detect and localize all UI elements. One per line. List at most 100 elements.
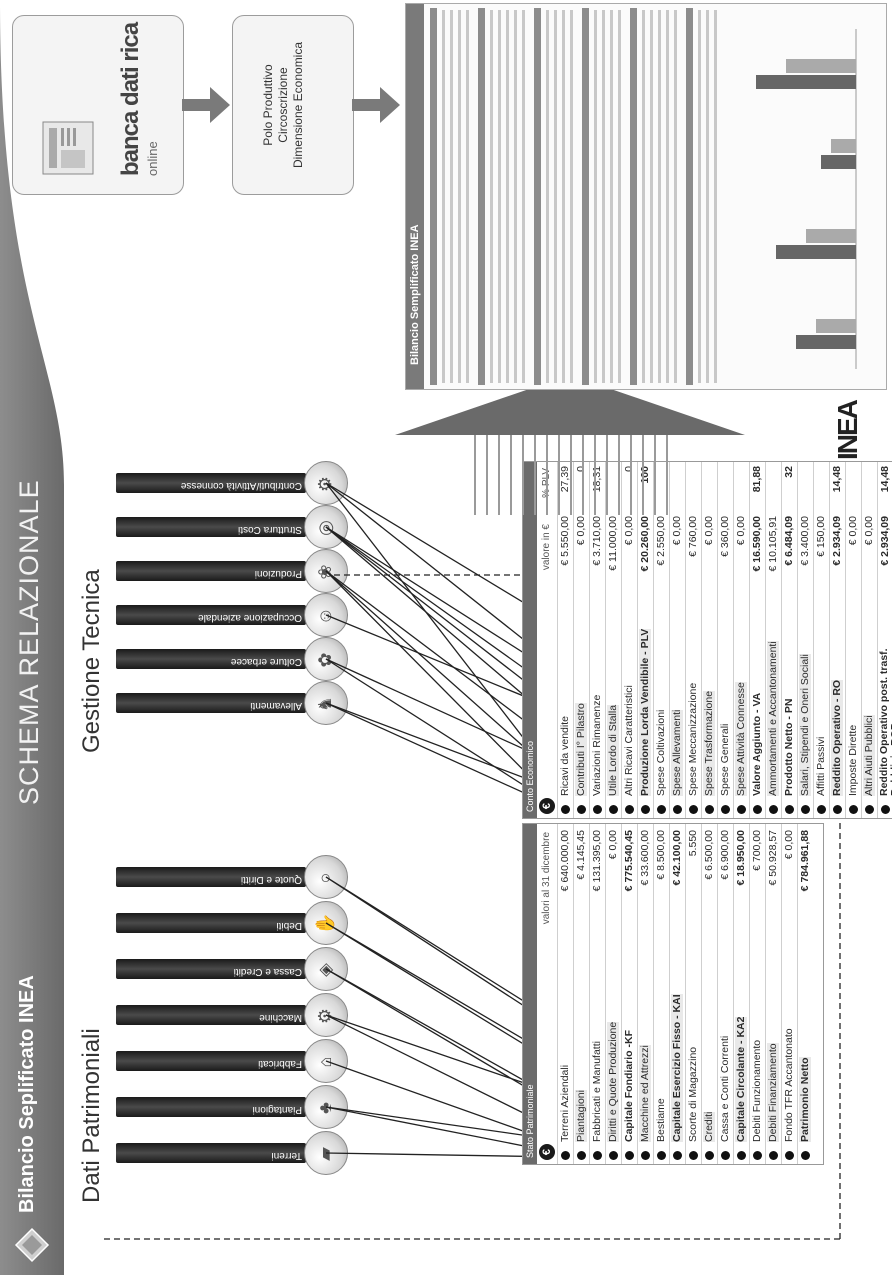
- row-label: Crediti: [703, 1111, 715, 1142]
- table-row: Bestiame€ 8.500,00: [653, 824, 670, 1164]
- newspaper-icon: [42, 121, 94, 175]
- doc-line: [714, 10, 717, 383]
- connector-dot: [881, 805, 890, 814]
- row-value: € 0,00: [863, 516, 875, 546]
- doc-line: [594, 10, 597, 383]
- row-label: Bestiame: [655, 1098, 667, 1142]
- connector-dot: [593, 805, 602, 814]
- banca-dati-sub: online: [145, 141, 160, 176]
- table-row: Patrimonio Netto€ 784.961,88: [797, 824, 814, 1164]
- connector-dot: [753, 805, 762, 814]
- connector-dot: [641, 1151, 650, 1160]
- table-row: Debiti Funzionamento€ 700,00: [749, 824, 766, 1164]
- table-row: Cassa e Conti Correnti€ 6.900,00: [717, 824, 734, 1164]
- doc-section-bar: [686, 8, 693, 385]
- connector-dot: [785, 1151, 794, 1160]
- row-value: € 0,00: [607, 830, 619, 860]
- doc-line: [498, 10, 501, 383]
- doc-line: [658, 10, 661, 383]
- doc-line: [466, 10, 469, 383]
- row-label: Diritti e Quote Produzione: [607, 1021, 619, 1142]
- doc-line: [706, 10, 709, 383]
- connector-dot: [577, 1151, 586, 1160]
- doc-line: [602, 10, 605, 383]
- row-label: Capitale Fondiario -KF: [623, 1029, 635, 1142]
- connector-dot: [673, 1151, 682, 1160]
- connector-dot: [625, 1151, 634, 1160]
- row-value: € 0,00: [847, 516, 859, 546]
- doc-section-bar: [630, 8, 637, 385]
- row-label: Fondo TFR Accantonato: [783, 1028, 795, 1142]
- row-value: € 2.934,09: [879, 516, 891, 566]
- table-row: Capitale Esercizio Fisso - KAI€ 42.100,0…: [669, 824, 686, 1164]
- polo-line: Circoscrizione: [276, 67, 290, 143]
- table-row: Affitti Passivi€ 150,00: [813, 462, 830, 818]
- doc-line: [546, 10, 549, 383]
- connector-dot: [641, 805, 650, 814]
- row-value: € 42.100,00: [671, 830, 683, 886]
- table-row: Capitale Circolante - KA2€ 18.950,00: [733, 824, 750, 1164]
- connector-dot: [577, 805, 586, 814]
- doc-line: [618, 10, 621, 383]
- arrow-right-icon: [395, 375, 745, 515]
- doc-section-bar: [582, 8, 589, 385]
- doc-line: [642, 10, 645, 383]
- table-row: Debiti Finanziamento € 50.928,57: [765, 824, 782, 1164]
- doc-line: [506, 10, 509, 383]
- stato-section-label: Stato Patrimoniale: [523, 824, 537, 1164]
- row-pct: 14,48: [831, 466, 843, 493]
- doc-line: [442, 10, 445, 383]
- connector-dot: [769, 805, 778, 814]
- connector-dot: [801, 805, 810, 814]
- connector-dot: [705, 1151, 714, 1160]
- doc-section-bar: [478, 8, 485, 385]
- doc-line: [458, 10, 461, 383]
- row-value: € 33.600,00: [639, 830, 651, 886]
- stato-col-header: valori al 31 dicembre: [541, 832, 552, 925]
- row-label: Capitale Circolante - KA2: [735, 1016, 747, 1142]
- row-label: Debiti Finanziamento: [767, 1043, 779, 1142]
- banca-dati-title: banca dati rica: [117, 22, 144, 176]
- connector-dot: [801, 1151, 810, 1160]
- doc-bar-chart-decoration: [756, 29, 857, 369]
- row-value: € 640.000,00: [559, 830, 571, 892]
- connector-dot: [721, 1151, 730, 1160]
- table-row: Scorte di Magazzino 5.550: [685, 824, 702, 1164]
- connector-dot: [817, 805, 826, 814]
- doc-line: [698, 10, 701, 383]
- row-label: Imposte Dirette: [847, 724, 859, 796]
- connector-dot: [721, 805, 730, 814]
- connector-dot: [769, 1151, 778, 1160]
- row-label: Fabbricati e Manufatti: [591, 1041, 603, 1142]
- connector-dot: [833, 805, 842, 814]
- table-row: Terreni Aziendali€ 640.000,00: [557, 824, 574, 1164]
- table-row: Capitale Fondiario -KF€ 775.540,45: [621, 824, 638, 1164]
- row-label: Debiti Funzionamento: [751, 1039, 763, 1142]
- connector-dot: [673, 805, 682, 814]
- row-label: Macchine ed Attrezzi: [639, 1045, 651, 1142]
- row-value: € 2.934,09: [831, 516, 843, 566]
- doc-line: [570, 10, 573, 383]
- table-row: Macchine ed Attrezzi € 33.600,00: [637, 824, 654, 1164]
- row-value: € 50.928,57: [767, 830, 779, 886]
- doc-line: [522, 10, 525, 383]
- row-label: Scorte di Magazzino: [687, 1046, 699, 1142]
- row-value: € 150,00: [815, 516, 827, 557]
- doc-line: [450, 10, 453, 383]
- table-row: Reddito Operativo post. trasf.Pubblici -…: [877, 462, 892, 818]
- doc-line: [514, 10, 517, 383]
- euro-icon: €: [539, 798, 555, 814]
- table-row: Fondo TFR Accantonato€ 0,00: [781, 824, 798, 1164]
- euro-icon: €: [539, 1144, 555, 1160]
- connector-dot: [689, 805, 698, 814]
- doc-section-bar: [534, 8, 541, 385]
- row-value: 5.550: [687, 830, 699, 857]
- table-row: Fabbricati e Manufatti€ 131.395,00: [589, 824, 606, 1164]
- doc-line: [674, 10, 677, 383]
- connector-dot: [689, 1151, 698, 1160]
- connector-dot: [737, 1151, 746, 1160]
- connector-dot: [865, 805, 874, 814]
- doc-line: [650, 10, 653, 383]
